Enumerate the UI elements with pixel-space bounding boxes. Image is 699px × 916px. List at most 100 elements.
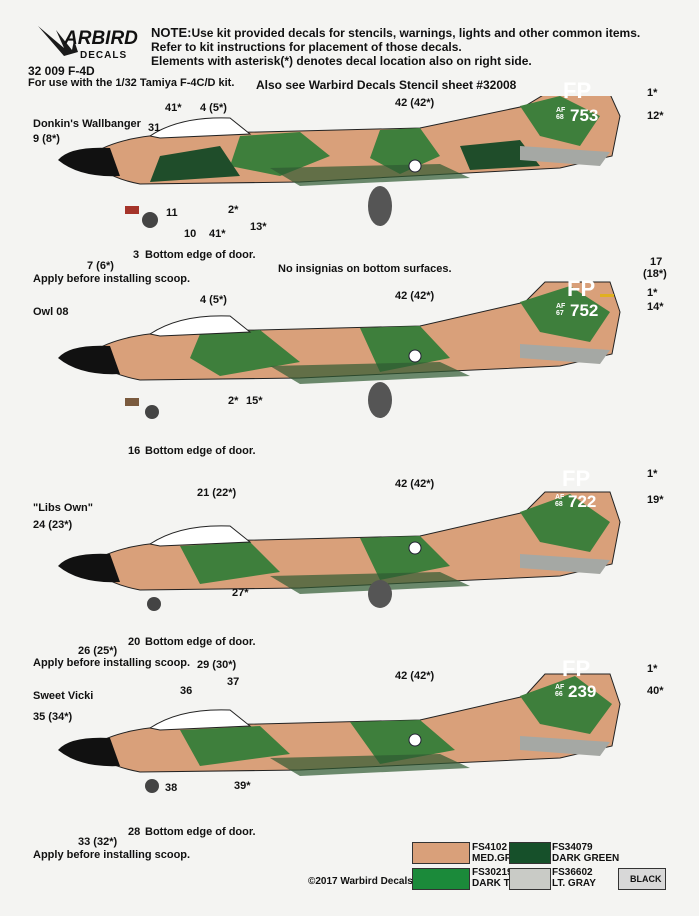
callout-24-23: 24 (23*) [33, 519, 73, 531]
tail-code-1: FP [563, 78, 592, 103]
callout-29-30: 29 (30*) [197, 659, 237, 671]
catalog-number: 32 009 F-4D [28, 64, 95, 78]
legend-black: BLACK [630, 874, 662, 884]
wheel-1 [142, 212, 158, 228]
warbird-logo: ARBIRD DECALS [34, 22, 144, 68]
legend-name-4: LT. GRAY [552, 878, 596, 889]
serial-2: 752 [570, 301, 599, 320]
callout-16: 16 [128, 445, 141, 457]
tail-code-2: FP [567, 276, 596, 301]
f4-profile-3 [58, 491, 621, 611]
f4-profile-4 [58, 673, 621, 793]
callout-18: (18*) [643, 268, 667, 280]
callout-11: 11 [166, 207, 178, 219]
callout-31: 31 [148, 122, 161, 134]
canopy-1 [148, 117, 252, 139]
intake-1 [520, 146, 610, 166]
door-note-2: Bottom edge of door. [145, 445, 256, 457]
callout-28: 28 [128, 826, 141, 838]
camo-1 [230, 96, 600, 176]
legend-code-1: FS4102 [472, 842, 508, 853]
scoop-note-4: Apply before installing scoop. [33, 849, 191, 861]
callout-33-32: 33 (32*) [78, 836, 118, 848]
callout-4-5: 4 (5*) [200, 102, 227, 114]
note-block: NOTE:Use kit provided decals for stencil… [151, 25, 681, 69]
stencil-note: Also see Warbird Decals Stencil sheet #3… [256, 78, 517, 92]
callout-15: 15* [246, 395, 263, 407]
swatch-2 [412, 868, 470, 890]
callout-2-2: 2* [228, 395, 239, 407]
door-note-1: Bottom edge of door. [145, 249, 256, 261]
callout-7-6: 7 (6*) [87, 260, 114, 272]
kit-note: For use with the 1/32 Tamiya F-4C/D kit. [28, 77, 235, 89]
callout-42-2: 42 (42*) [395, 290, 435, 302]
callout-37: 37 [227, 676, 240, 688]
callout-9-8: 9 (8*) [33, 133, 60, 145]
serial-prefix-2: AF 67 [556, 303, 566, 317]
legend-name-1: MED.GREEN [472, 853, 533, 864]
door-note-3: Bottom edge of door. [145, 636, 256, 648]
callout-36: 36 [180, 685, 193, 697]
callout-38: 38 [165, 782, 178, 794]
legend-code-4: FS36602 [552, 867, 593, 878]
scoop-note-1: Apply before installing scoop. [33, 273, 191, 285]
callout-39: 39* [234, 780, 251, 792]
f4-profile-2 [58, 281, 621, 419]
scoop-note-3: Apply before installing scoop. [33, 657, 191, 669]
callout-35-34: 35 (34*) [33, 711, 73, 723]
swatch-black [618, 868, 666, 890]
callout-1-3: 1* [647, 468, 658, 480]
tank-1 [368, 186, 392, 226]
callout-41a: 41* [165, 102, 182, 114]
callout-41b: 41* [209, 228, 226, 240]
callout-14: 14* [647, 301, 664, 313]
swatch-3 [509, 842, 551, 864]
brand-sub: DECALS [80, 50, 128, 61]
callout-27: 27* [232, 587, 249, 599]
swatch-1 [412, 842, 470, 864]
callout-42-1: 42 (42*) [395, 97, 435, 109]
tail-code-3: FP [562, 466, 591, 491]
callout-17: 17 [650, 256, 663, 268]
profile-name-2: Owl 08 [33, 306, 69, 318]
door-note-4: Bottom edge of door. [145, 826, 256, 838]
camo-dark-1 [150, 140, 540, 182]
note-line1: Use kit provided decals for stencils, wa… [191, 26, 641, 40]
note-line2: Refer to kit instructions for placement … [151, 40, 462, 54]
callout-1-2: 1* [647, 287, 658, 299]
callout-1-1: 1* [647, 87, 658, 99]
legend-code-2: FS30219 [472, 867, 513, 878]
door-swatch-1 [125, 206, 139, 214]
legend-name-3: DARK GREEN [552, 853, 620, 864]
note-line3: Elements with asterisk(*) denotes decal … [151, 54, 532, 68]
callout-26-25: 26 (25*) [78, 645, 118, 657]
callout-4-5-2: 4 (5*) [200, 294, 227, 306]
callout-42-3: 42 (42*) [395, 478, 435, 490]
callout-2-1: 2* [228, 204, 239, 216]
callout-13: 13* [250, 221, 267, 233]
serial-prefix-3: AF 68 [555, 494, 565, 508]
legend-name-2: DARK TAN [472, 878, 524, 889]
callout-3: 3 [133, 249, 140, 261]
callout-10: 10 [184, 228, 197, 240]
wing-1 [270, 164, 470, 186]
profile-name-3: "Libs Own" [33, 502, 93, 514]
no-insignia-note: No insignias on bottom surfaces. [278, 263, 452, 275]
callout-20: 20 [128, 636, 141, 648]
callout-40: 40* [647, 685, 664, 697]
tail-code-4: FP [562, 656, 591, 681]
star-insignia-1 [408, 159, 422, 173]
callout-1-4: 1* [647, 663, 658, 675]
brand-name: ARBIRD [64, 28, 138, 49]
profile-name-4: Sweet Vicki [33, 690, 94, 702]
serial-4: 239 [568, 682, 597, 701]
note-label: NOTE: [151, 25, 192, 40]
copyright: ©2017 Warbird Decals [308, 876, 413, 887]
legend-code-3: FS34079 [552, 842, 593, 853]
serial-1: 753 [570, 106, 599, 125]
callout-42-4: 42 (42*) [395, 670, 435, 682]
callout-19: 19* [647, 494, 664, 506]
serial-3: 722 [568, 492, 597, 511]
profile-name-1: Donkin's Wallbanger [33, 118, 141, 130]
callout-12: 12* [647, 110, 664, 122]
